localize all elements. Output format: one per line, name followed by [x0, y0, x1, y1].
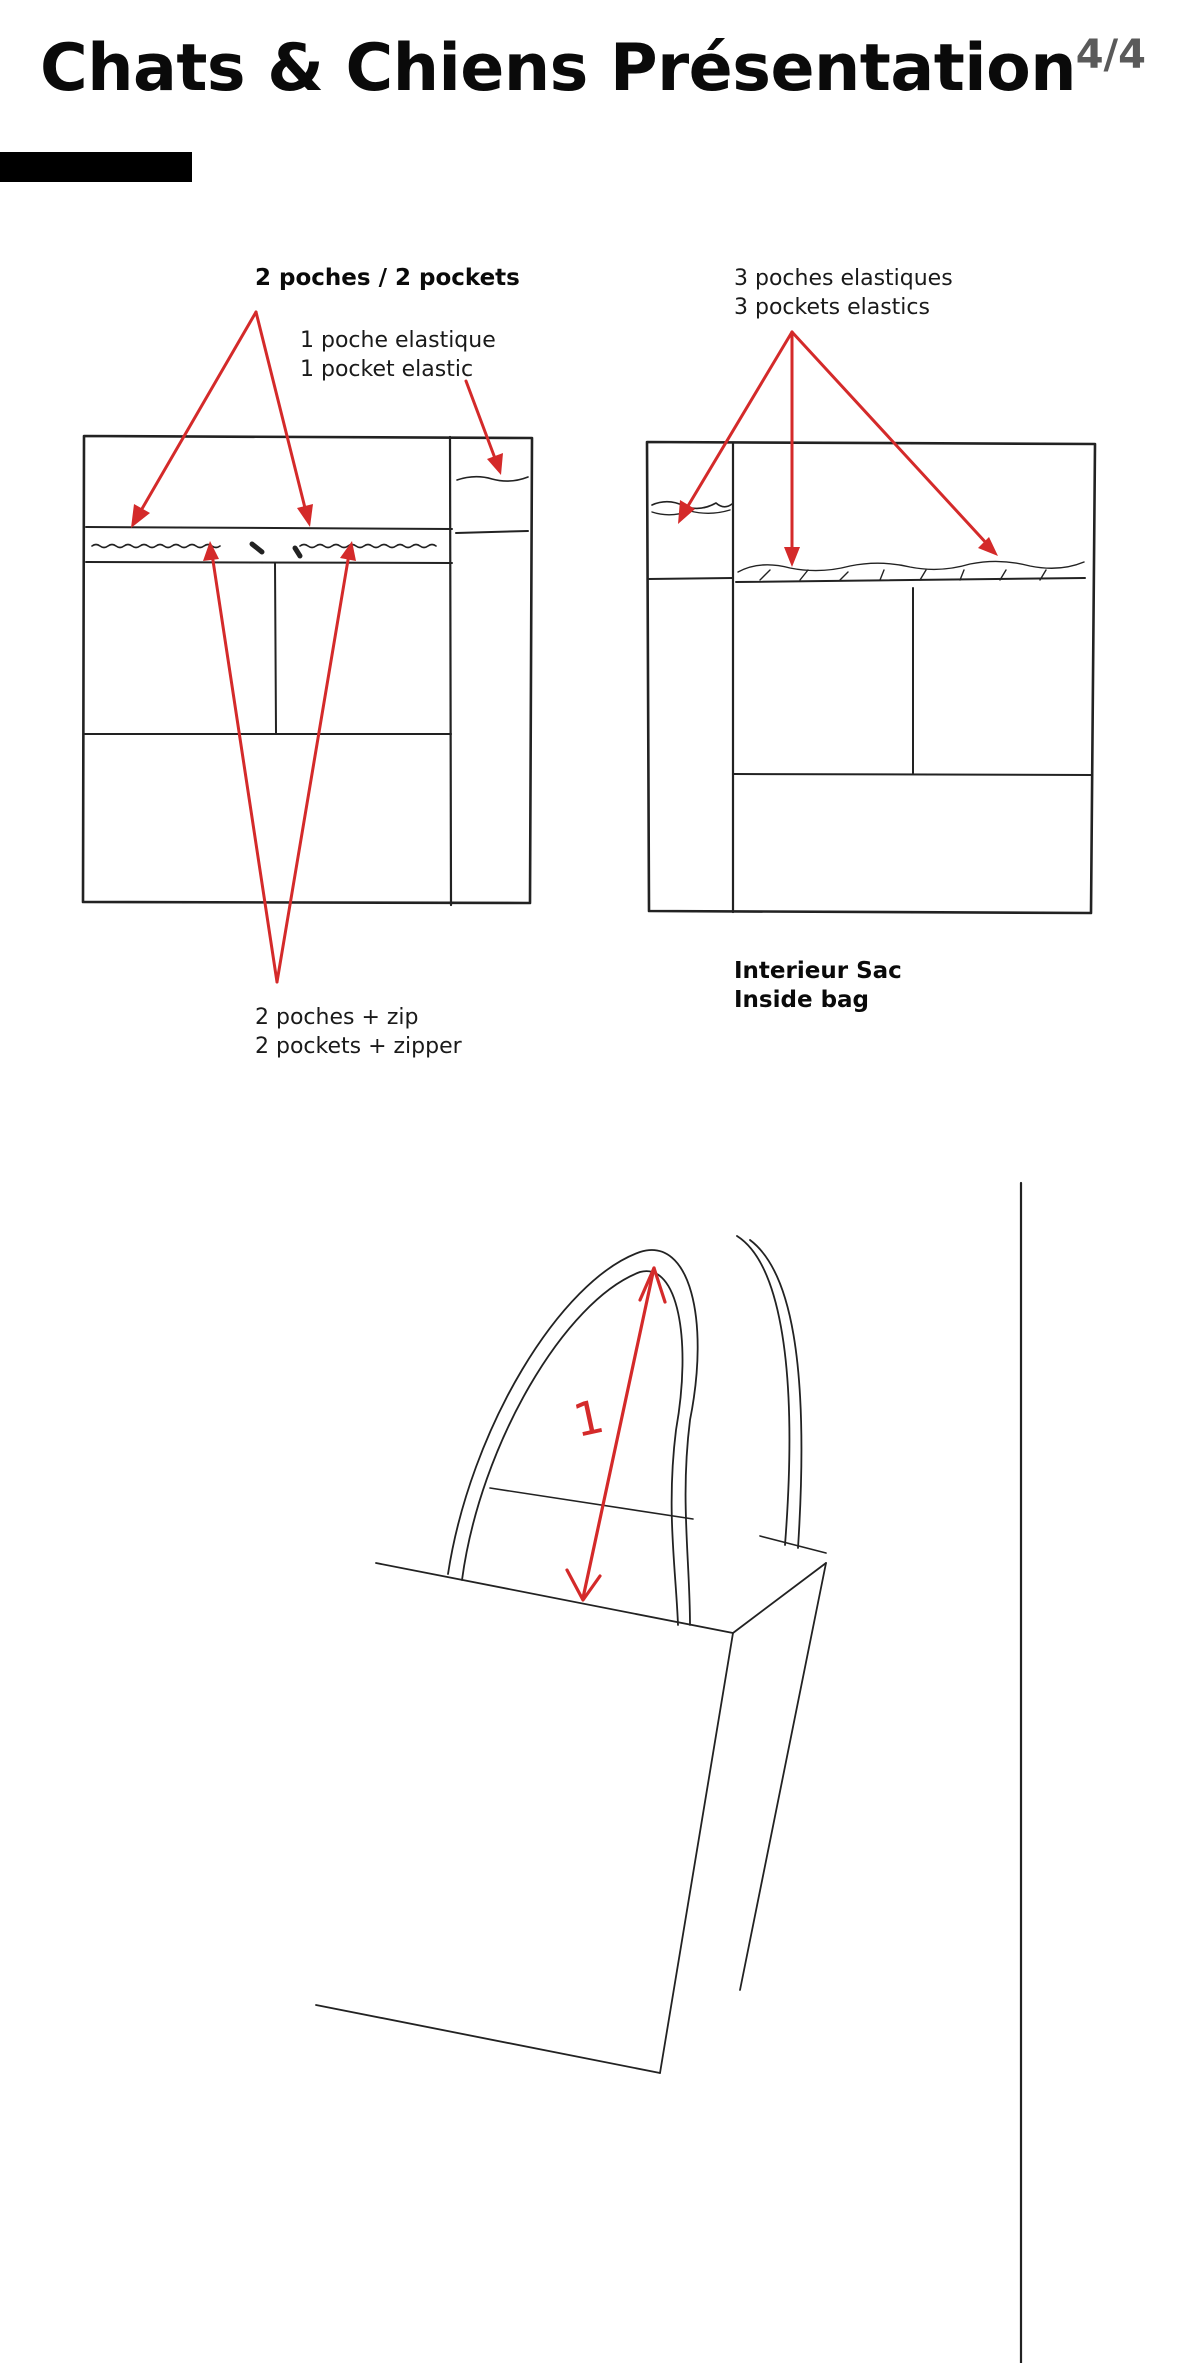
elastic-pocket-label: 1 poche elastique 1 pocket elastic — [300, 326, 496, 384]
two-pockets-label: 2 poches / 2 pockets — [255, 264, 520, 293]
elastic-pocket-line2: 1 pocket elastic — [300, 357, 474, 382]
zip-line2: 2 pockets + zipper — [255, 1034, 462, 1059]
zip-pockets-label: 2 poches + zip 2 pockets + zipper — [255, 1003, 462, 1061]
zip-line1: 2 poches + zip — [255, 1005, 419, 1030]
elastic-pocket-line1: 1 poche elastique — [300, 328, 496, 353]
three-elastic-line1: 3 poches elastiques — [734, 266, 953, 291]
three-elastic-line2: 3 pockets elastics — [734, 295, 930, 320]
page-indicator: 4/4 — [1075, 32, 1146, 78]
left-panel-sketch — [81, 434, 534, 907]
right-panel-sketch — [645, 440, 1097, 915]
inside-line1: Interieur Sac — [734, 958, 902, 984]
two-pockets-text: 2 poches / 2 pockets — [255, 265, 520, 291]
page-title: Chats & Chiens Présentation — [40, 31, 1077, 106]
annotation-arrows — [131, 310, 998, 1602]
handle-measure-label: 1 — [569, 1389, 609, 1448]
bag-perspective-sketch — [315, 1181, 1023, 2363]
inside-bag-label: Interieur Sac Inside bag — [734, 957, 902, 1015]
title-accent-bar — [0, 152, 192, 182]
inside-line2: Inside bag — [734, 987, 870, 1013]
three-elastic-label: 3 poches elastiques 3 pockets elastics — [734, 264, 953, 322]
